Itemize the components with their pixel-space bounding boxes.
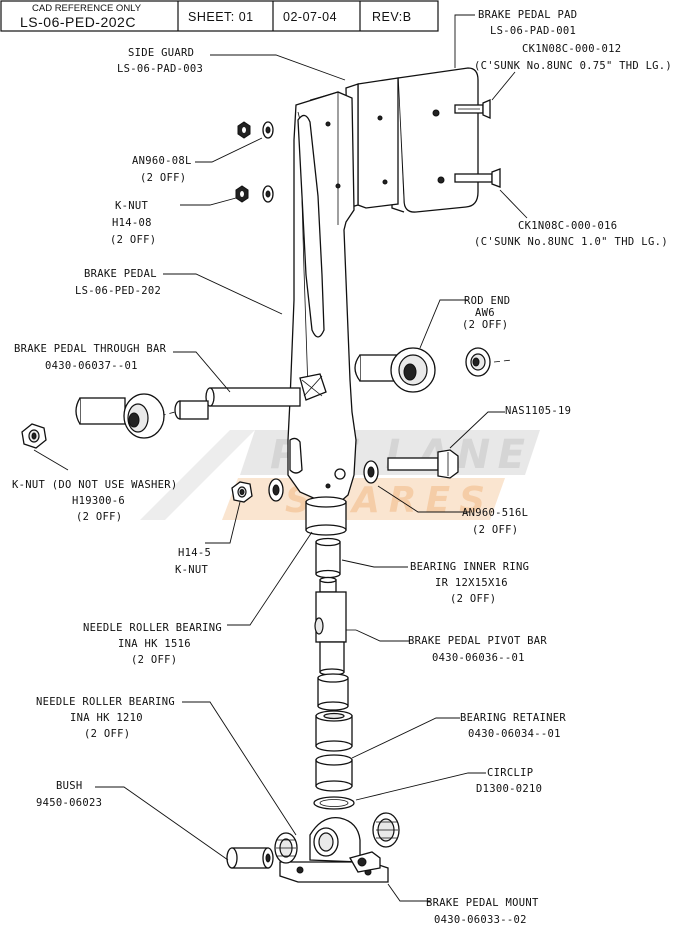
label-bearing-inner-ring-name: BEARING INNER RING bbox=[410, 561, 529, 573]
label-ck1n08c-016-desc: (C'SUNK No.8UNC 1.0" THD LG.) bbox=[474, 236, 668, 248]
label-rod-end-name: ROD END bbox=[464, 295, 510, 307]
label-bearing-retainer-part: 0430-06034--01 bbox=[468, 728, 561, 740]
leader-lines bbox=[33, 14, 528, 902]
washer-left-pivot bbox=[268, 478, 284, 502]
circlip bbox=[313, 796, 355, 810]
bearing-inner-ring bbox=[315, 537, 341, 579]
label-circlip-part: D1300-0210 bbox=[476, 783, 542, 795]
label-brake-pedal-pad-part: LS-06-PAD-001 bbox=[490, 25, 576, 37]
label-brake-pedal-name: BRAKE PEDAL bbox=[84, 268, 157, 280]
label-brake-pedal-part: LS-06-PED-202 bbox=[75, 285, 161, 297]
label-ck1n08c-012-part: CK1N08C-000-012 bbox=[522, 43, 621, 55]
label-needle-1210-qty: (2 OFF) bbox=[84, 728, 130, 740]
label-needle-1516-part: INA HK 1516 bbox=[118, 638, 191, 650]
needle-bearing-hk1210-mount-left bbox=[274, 832, 298, 864]
needle-bearing-hk1210-mount-right bbox=[372, 812, 400, 848]
countersunk-screw-012 bbox=[454, 99, 491, 119]
label-through-bar-name: BRAKE PEDAL THROUGH BAR bbox=[14, 343, 167, 355]
label-through-bar-part: 0430-06037--01 bbox=[45, 360, 138, 372]
countersunk-screw-016 bbox=[454, 168, 501, 188]
bush bbox=[226, 847, 274, 869]
label-side-guard-name: SIDE GUARD bbox=[128, 47, 194, 59]
k-nut-h14-08-lower bbox=[235, 185, 249, 203]
label-mount-part: 0430-06033--02 bbox=[434, 914, 527, 926]
label-k-nut-h19300-part: H19300-6 bbox=[72, 495, 125, 507]
callout-labels: BRAKE PEDAL PAD LS-06-PAD-001 SIDE GUARD… bbox=[12, 9, 672, 926]
label-needle-1210-part: INA HK 1210 bbox=[70, 712, 143, 724]
k-nut-h19300 bbox=[21, 423, 47, 449]
label-ck1n08c-012-desc: (C'SUNK No.8UNC 0.75" THD LG.) bbox=[474, 60, 672, 72]
bolt-nas1105 bbox=[387, 449, 459, 479]
bearing-retainer-lower bbox=[315, 754, 353, 792]
pivot-bar bbox=[314, 576, 356, 676]
label-h14-5-part: H14-5 bbox=[178, 547, 211, 559]
label-needle-1210-name: NEEDLE ROLLER BEARING bbox=[36, 696, 175, 708]
label-k-nut-h14-08-qty: (2 OFF) bbox=[110, 234, 156, 246]
parts bbox=[21, 67, 513, 883]
k-nut-h14-5 bbox=[231, 481, 253, 503]
label-bearing-retainer-name: BEARING RETAINER bbox=[460, 712, 566, 724]
label-k-nut-h14-08-name: K-NUT bbox=[115, 200, 148, 212]
washer-an960-08l-lower bbox=[262, 185, 274, 203]
label-k-nut-h19300-name: K-NUT (DO NOT USE WASHER) bbox=[12, 479, 178, 491]
washer-an960-516l bbox=[363, 460, 379, 484]
label-h14-5-name: K-NUT bbox=[175, 564, 208, 576]
label-circlip-name: CIRCLIP bbox=[487, 767, 533, 779]
label-an960-08l-qty: (2 OFF) bbox=[140, 172, 186, 184]
rod-end-left bbox=[75, 393, 165, 439]
brake-pedal-mount bbox=[279, 816, 389, 883]
label-side-guard-part: LS-06-PAD-003 bbox=[117, 63, 203, 75]
label-bearing-inner-ring-part: IR 12X15X16 bbox=[435, 577, 508, 589]
rod-end-nut-right bbox=[465, 347, 513, 377]
label-an960-516l-qty: (2 OFF) bbox=[472, 524, 518, 536]
needle-bearing-hk1516 bbox=[305, 496, 347, 536]
washer-an960-08l-upper bbox=[262, 121, 274, 139]
cad-reference-label: CAD REFERENCE ONLY bbox=[32, 3, 142, 14]
through-bar bbox=[151, 387, 301, 420]
label-an960-08l-part: AN960-08L bbox=[132, 155, 192, 167]
title-block: CAD REFERENCE ONLY LS-06-PED-202C SHEET:… bbox=[0, 0, 439, 32]
label-ck1n08c-016-part: CK1N08C-000-016 bbox=[518, 220, 617, 232]
label-needle-1516-qty: (2 OFF) bbox=[131, 654, 177, 666]
label-pivot-bar-part: 0430-06036--01 bbox=[432, 652, 525, 664]
label-k-nut-h19300-qty: (2 OFF) bbox=[76, 511, 122, 523]
label-nas1105-part: NAS1105-19 bbox=[505, 405, 571, 417]
sheet-number: SHEET: 01 bbox=[188, 10, 254, 24]
label-bush-part: 9450-06023 bbox=[36, 797, 102, 809]
brake-pedal-pad bbox=[391, 67, 479, 213]
label-bearing-inner-ring-qty: (2 OFF) bbox=[450, 593, 496, 605]
label-an960-516l-part: AN960-516L bbox=[462, 507, 528, 519]
brake-pedal-arm bbox=[287, 91, 357, 503]
rod-end-right bbox=[354, 347, 436, 393]
label-bush-name: BUSH bbox=[56, 780, 83, 792]
label-mount-name: BRAKE PEDAL MOUNT bbox=[426, 897, 539, 909]
label-k-nut-h14-08-part: H14-08 bbox=[112, 217, 152, 229]
needle-bearing-hk1210-upper bbox=[317, 673, 349, 711]
drawing-date: 02-07-04 bbox=[283, 10, 337, 24]
label-rod-end-part: AW6 bbox=[475, 307, 495, 319]
label-pivot-bar-name: BRAKE PEDAL PIVOT BAR bbox=[408, 635, 547, 647]
label-rod-end-qty: (2 OFF) bbox=[462, 319, 508, 331]
k-nut-h14-08-upper bbox=[237, 121, 251, 139]
bearing-retainer-upper bbox=[315, 710, 353, 752]
label-brake-pedal-pad-name: BRAKE PEDAL PAD bbox=[478, 9, 577, 21]
drawing-number: LS-06-PED-202C bbox=[20, 14, 136, 30]
revision: REV:B bbox=[372, 10, 412, 24]
label-needle-1516-name: NEEDLE ROLLER BEARING bbox=[83, 622, 222, 634]
